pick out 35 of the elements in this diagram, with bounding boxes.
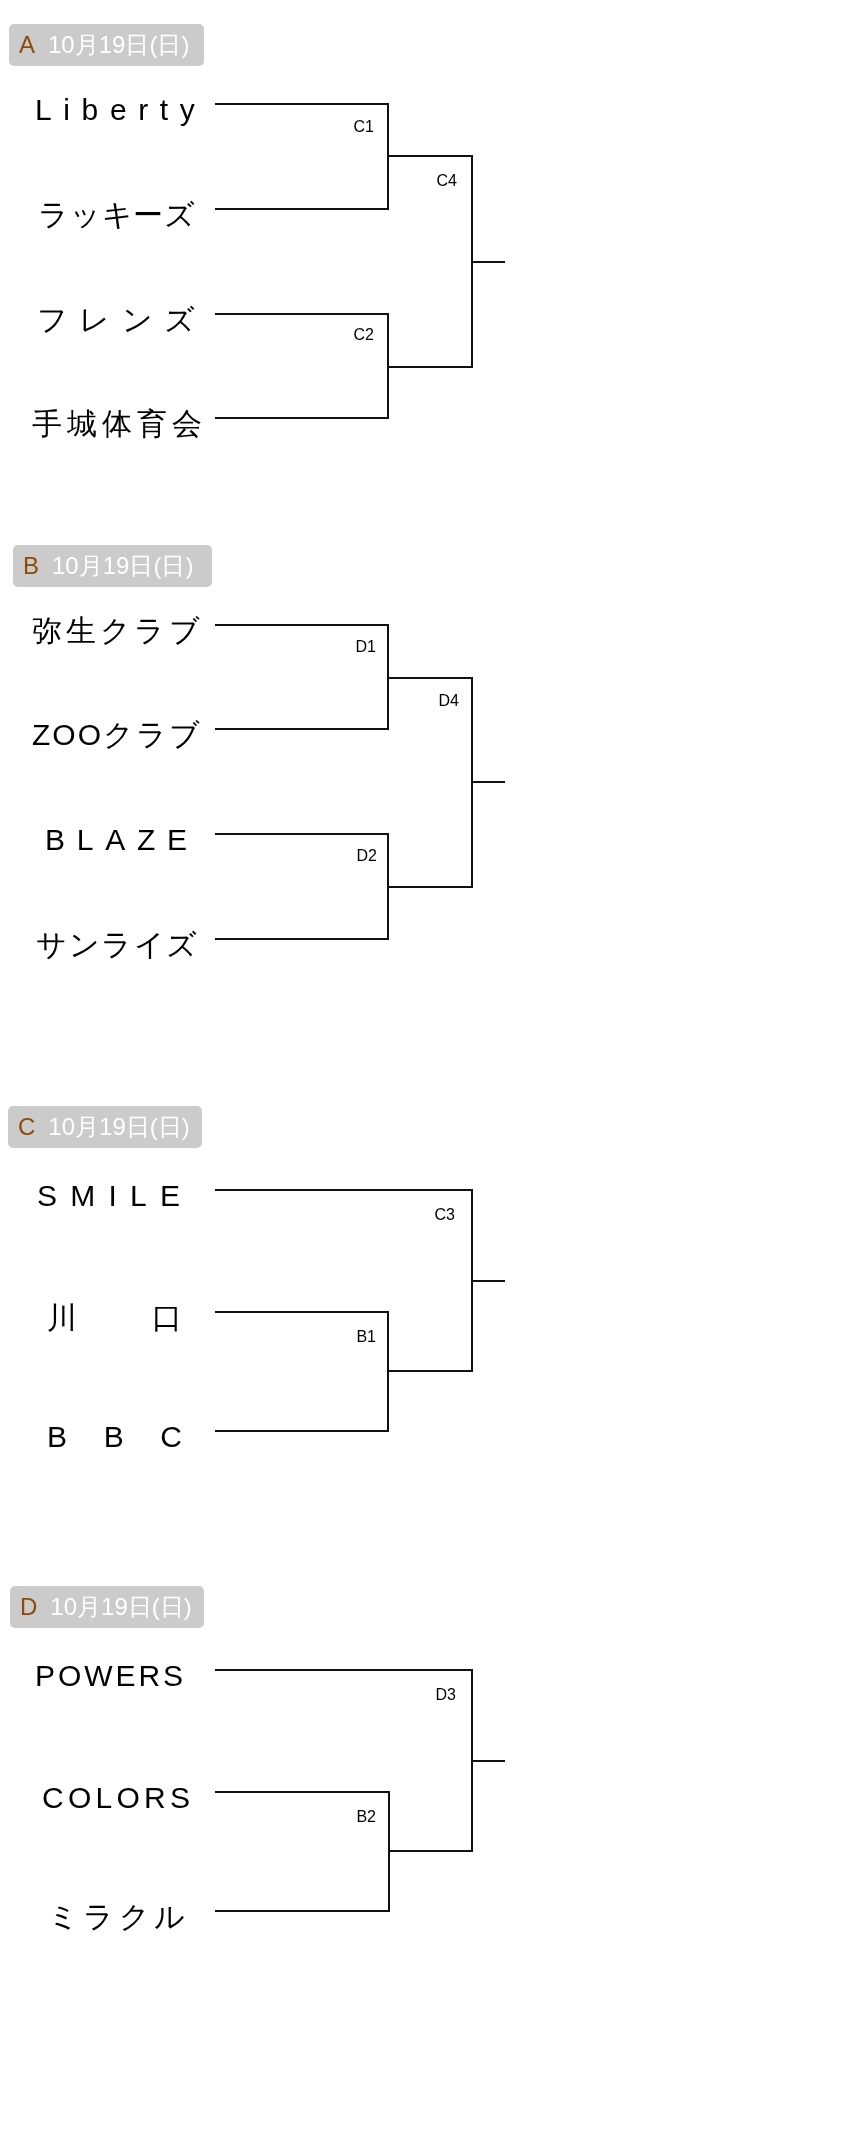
team-name: POWERS xyxy=(35,1658,216,1694)
group-badge xyxy=(10,1586,204,1628)
team-name: フレンズ xyxy=(37,302,216,338)
match-code: D3 xyxy=(435,1686,456,1704)
group-badge xyxy=(8,1106,202,1148)
team-name: S M I L E xyxy=(37,1178,216,1214)
bracket-line xyxy=(214,780,506,941)
match-code: C1 xyxy=(353,118,374,136)
match-code: C3 xyxy=(434,1206,455,1224)
group-letter: D xyxy=(20,1593,38,1621)
team-name: L i b e r t y xyxy=(35,92,216,128)
group-badge xyxy=(9,24,204,66)
team-name: ミラクル xyxy=(48,1899,216,1935)
team-name: ラッキーズ xyxy=(38,197,216,233)
match-code: D4 xyxy=(438,692,459,710)
team-name: 弥生クラブ xyxy=(32,613,216,649)
team-name: B B C xyxy=(47,1419,216,1455)
team-name: 川口 xyxy=(47,1300,216,1336)
match-code: B1 xyxy=(356,1328,376,1346)
bracket-line xyxy=(214,1279,506,1433)
group-badge xyxy=(13,545,212,587)
team-name: ZOOクラブ xyxy=(32,717,216,753)
match-code: D2 xyxy=(356,847,377,865)
match-code: D1 xyxy=(355,638,376,656)
group-letter: A xyxy=(19,31,35,59)
team-name: サンライズ xyxy=(36,927,216,963)
bracket-line xyxy=(214,1759,506,1913)
group-letter: C xyxy=(18,1113,36,1141)
group-letter: B xyxy=(23,552,39,580)
match-code: B2 xyxy=(356,1808,376,1826)
match-code: C4 xyxy=(436,172,457,190)
match-code: C2 xyxy=(353,326,374,344)
team-name: B L A Z E xyxy=(45,822,216,858)
bracket-line xyxy=(214,260,506,420)
team-name: 手城体育会 xyxy=(32,406,216,442)
